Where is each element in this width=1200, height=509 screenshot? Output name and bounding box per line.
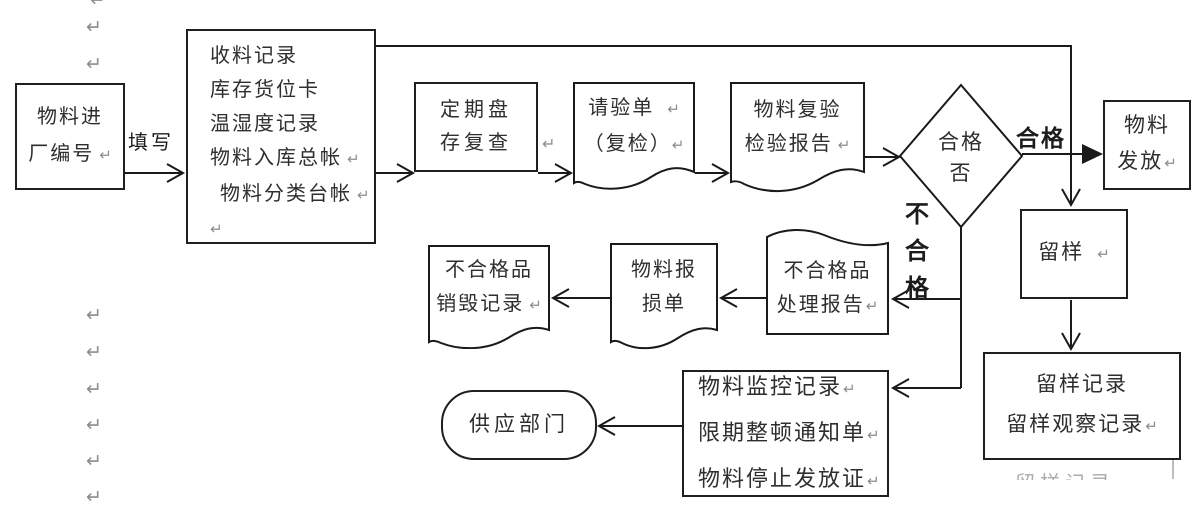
node-text: 发放 <box>1117 150 1164 173</box>
node-material-issue: 物料 发放↵ <box>1103 100 1191 190</box>
return-mark: ↵ <box>671 137 685 154</box>
node-text: 物料停止发放证 <box>698 465 867 491</box>
node-text: 限期整顿通知单 <box>698 419 867 445</box>
node-text: 损单 <box>642 293 686 315</box>
return-mark: ↵ <box>99 147 112 164</box>
document-shape <box>428 245 550 349</box>
node-inspection-request-doc: 请验单↵ （复检）↵ <box>573 82 695 192</box>
edge-label-fail-char: 合 <box>905 238 929 265</box>
node-text: 厂编号 <box>28 143 95 165</box>
return-mark: ↵ <box>837 137 851 154</box>
node-text: 留样 <box>1038 241 1085 264</box>
node-text: 请验单 <box>588 97 655 119</box>
return-mark: ↵ <box>86 54 102 75</box>
node-text: 定期盘 <box>440 99 512 121</box>
node-text: 物料监控记录 <box>698 373 843 399</box>
return-mark: ↵ <box>1145 418 1158 435</box>
node-text: 库存货位卡 <box>210 79 320 101</box>
node-nonconforming-handling-report-doc: 不合格品 处理报告↵ <box>766 228 889 335</box>
node-material-entry-number: 物料进 厂编号↵ <box>15 83 125 190</box>
return-mark: ↵ <box>867 472 880 490</box>
node-text: 物料报 <box>631 259 697 281</box>
return-mark: ↵ <box>86 487 102 508</box>
return-mark: ↵ <box>1097 246 1110 263</box>
return-mark: ↵ <box>843 380 856 398</box>
node-text: 留样观察记录 <box>1006 413 1145 436</box>
edge-label-fail-char: 格 <box>905 275 929 302</box>
return-mark: ↵ <box>210 221 223 238</box>
return-mark: ↵ <box>865 298 879 315</box>
return-mark: ↵ <box>529 297 542 314</box>
node-monitoring-records: 物料监控记录↵ 限期整顿通知单↵ 物料停止发放证↵ <box>682 370 889 497</box>
node-text: 合格 <box>938 131 984 154</box>
return-mark: ↵ <box>86 379 102 400</box>
edge-label-fill-in: 填写 <box>128 132 174 154</box>
node-text: 处理报告 <box>776 294 865 316</box>
return-mark: ↵ <box>1164 155 1177 172</box>
return-mark: ↵ <box>357 187 370 204</box>
node-text: 物料进 <box>37 106 103 128</box>
return-mark: ↵ <box>667 101 680 118</box>
clipped-ghost-text: 留样记录 <box>1015 467 1155 480</box>
return-mark: ↵ <box>347 151 360 168</box>
node-text: 物料入库总帐 <box>210 147 342 169</box>
node-periodic-stock-check: 定期盘 存复查 <box>414 82 538 172</box>
return-mark: ↵ <box>86 451 102 472</box>
node-text: 物料 <box>1124 114 1170 137</box>
return-mark: ↵ <box>867 426 880 444</box>
edge-label-pass: 合格 <box>1016 125 1066 151</box>
node-text: 物料复验 <box>753 99 842 121</box>
return-mark: ↵ <box>90 0 106 11</box>
edge-label-fail-char: 不 <box>905 201 929 228</box>
return-mark: ↵ <box>86 415 102 436</box>
line-records-top-feedback <box>376 45 1072 204</box>
node-text: 检验报告 <box>744 133 833 155</box>
node-retained-sample: 留样 ↵ <box>1020 209 1128 299</box>
document-shape <box>730 82 865 193</box>
node-text: 温湿度记录 <box>210 113 320 135</box>
node-receiving-records: 收料记录 库存货位卡 温湿度记录 物料入库总帐 ↵ 物料分类台帐 ↵ ↵ <box>186 29 376 244</box>
node-text: 收料记录 <box>210 45 298 67</box>
node-text: 否 <box>949 162 973 185</box>
return-mark: ↵ <box>542 136 556 153</box>
node-text: （复检） <box>583 133 672 155</box>
decision-diamond-shape <box>898 83 1024 229</box>
document-shape <box>610 243 718 350</box>
return-mark: ↵ <box>86 17 102 38</box>
node-text: 销毁记录 <box>436 293 525 315</box>
node-text: 存复查 <box>440 132 512 154</box>
node-text: 供应部门 <box>469 413 569 436</box>
node-material-damage-report-doc: 物料报 损单 <box>610 243 718 350</box>
node-nonconforming-destroy-record-doc: 不合格品 销毁记录↵ <box>428 245 550 349</box>
document-shape-flipped <box>766 229 889 335</box>
document-shape <box>573 82 695 190</box>
node-text: 留样记录 <box>1036 373 1128 396</box>
return-mark: ↵ <box>86 305 102 326</box>
node-decision-pass-or-not: 合格 否 <box>911 119 1011 197</box>
clipped-ghost-edge <box>1172 460 1174 479</box>
node-sample-records: 留样记录 留样观察记录↵ <box>983 352 1181 460</box>
node-text: 不合格品 <box>445 259 533 281</box>
node-reinspection-report-doc: 物料复验 检验报告↵ <box>730 82 865 194</box>
node-supply-department: 供应部门 <box>441 390 597 460</box>
node-text: 物料分类台帐 <box>220 183 352 205</box>
solid-arrowhead-issue <box>1082 144 1103 164</box>
node-text: 不合格品 <box>783 260 872 282</box>
return-mark: ↵ <box>86 342 102 363</box>
